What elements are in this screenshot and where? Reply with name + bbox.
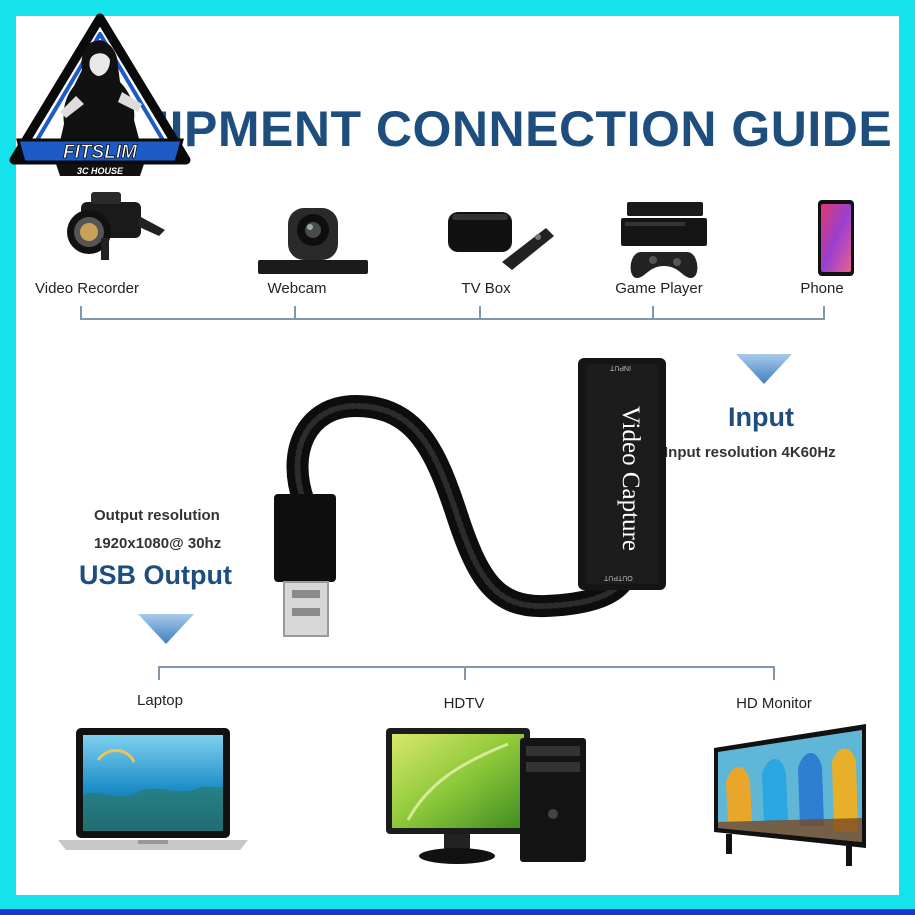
device-label-video-recorder: Video Recorder: [35, 280, 139, 297]
capture-device-label: Video Capture: [617, 406, 644, 551]
output-connector-line: [158, 666, 775, 668]
game-console-icon: [621, 202, 707, 278]
logo-brand: FITSLIM: [63, 142, 138, 163]
connector-tick: [80, 306, 82, 320]
hd-monitor-icon: [714, 724, 866, 866]
hdtv-desktop-icon: [386, 728, 586, 864]
device-label-game-player: Game Player: [615, 280, 703, 297]
video-recorder-icon: [67, 192, 165, 260]
fitslim-logo: FITSLIM 3C HOUSE: [9, 13, 191, 176]
output-label-hd-monitor: HD Monitor: [736, 695, 812, 712]
device-label-webcam: Webcam: [267, 280, 327, 297]
connector-tick: [773, 666, 775, 680]
device-label-tv-box: TV Box: [461, 280, 511, 297]
output-resolution-label: Output resolution: [94, 507, 220, 524]
capture-port-output: OUTPUT: [604, 574, 633, 581]
connector-tick: [823, 306, 825, 320]
webcam-icon: [258, 208, 368, 274]
input-resolution: Input resolution 4K60Hz: [664, 444, 836, 461]
output-arrow-icon: [138, 614, 194, 644]
usb-output-heading: USB Output: [79, 560, 232, 590]
output-label-laptop: Laptop: [137, 692, 183, 709]
connector-tick: [294, 306, 296, 320]
phone-icon: [818, 200, 854, 276]
page-title: EQUIPMENT CONNECTION GUIDE: [59, 101, 893, 157]
output-label-hdtv: HDTV: [443, 695, 485, 712]
capture-port-input: INPUT: [610, 364, 631, 371]
connector-tick: [464, 666, 466, 680]
device-label-phone: Phone: [800, 280, 844, 297]
connector-tick: [652, 306, 654, 320]
capture-device-illustration: [274, 358, 666, 637]
input-arrow-icon: [736, 354, 792, 384]
input-connector-line: [80, 318, 825, 320]
tv-box-icon: [448, 212, 554, 270]
logo-subtitle: 3C HOUSE: [77, 166, 124, 176]
output-resolution-value: 1920x1080@ 30hz: [94, 535, 222, 552]
input-heading: Input: [728, 402, 794, 432]
connector-tick: [479, 306, 481, 320]
laptop-icon: [58, 728, 248, 850]
connector-tick: [158, 666, 160, 680]
